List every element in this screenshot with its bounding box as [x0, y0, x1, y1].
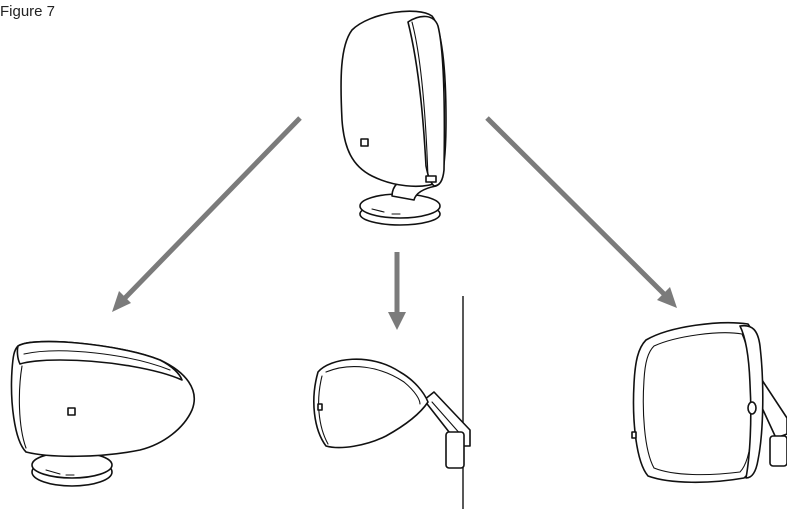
figure-label: Figure 7 [0, 3, 56, 20]
speaker-wall-mounted-center [313, 296, 471, 509]
arrow-right [485, 116, 677, 308]
speaker-on-stand-top [340, 10, 447, 226]
arrow-left [112, 116, 302, 312]
arrow-down [388, 252, 406, 330]
speaker-horizontal-on-stand [10, 340, 195, 487]
speaker-wall-mounted-right [631, 321, 787, 484]
